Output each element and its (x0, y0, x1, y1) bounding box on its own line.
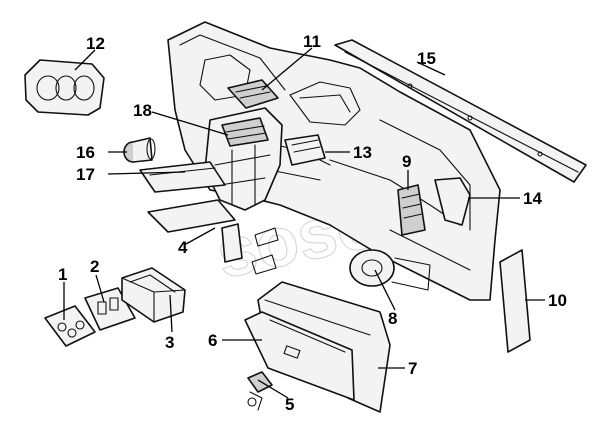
part-1-switch-panel (44, 305, 96, 347)
callout-10: 10 (548, 291, 567, 310)
callout-15: 15 (417, 49, 436, 68)
part-3-storage-cubby (121, 267, 186, 323)
callout-4: 4 (178, 238, 188, 257)
part-16-rotary-knob (123, 137, 156, 163)
part-14-right-end-panel (434, 177, 471, 226)
part-13-side-vent (284, 134, 326, 166)
callout-16: 16 (76, 143, 95, 162)
part-4-lower-trim-panel (147, 199, 279, 275)
callout-3: 3 (165, 333, 174, 352)
callout-7: 7 (408, 359, 417, 378)
part-17-lower-shelf (139, 161, 226, 193)
callout-17: 17 (76, 165, 95, 184)
part-15-dash-top-trim (334, 39, 587, 183)
callout-12: 12 (86, 34, 105, 53)
callout-18: 18 (133, 101, 152, 120)
callout-6: 6 (208, 331, 217, 350)
leader-lines (63, 47, 545, 399)
part-6-7-glovebox (244, 281, 391, 413)
part-5-lock-key (247, 371, 273, 411)
callout-1: 1 (58, 265, 67, 284)
part-10-side-cover (499, 249, 531, 353)
part-8-speaker (349, 249, 431, 291)
callout-9: 9 (402, 152, 411, 171)
callout-labels: 12 11 15 18 16 17 13 9 14 4 10 1 2 3 8 6… (58, 32, 567, 414)
callout-11: 11 (303, 32, 321, 51)
callout-5: 5 (285, 395, 294, 414)
part-12-instrument-cluster-bezel (24, 59, 105, 116)
callout-2: 2 (90, 257, 99, 276)
part-9-right-vent (397, 184, 426, 236)
callout-14: 14 (523, 189, 542, 208)
callout-13: 13 (353, 143, 372, 162)
callout-8: 8 (388, 309, 397, 328)
